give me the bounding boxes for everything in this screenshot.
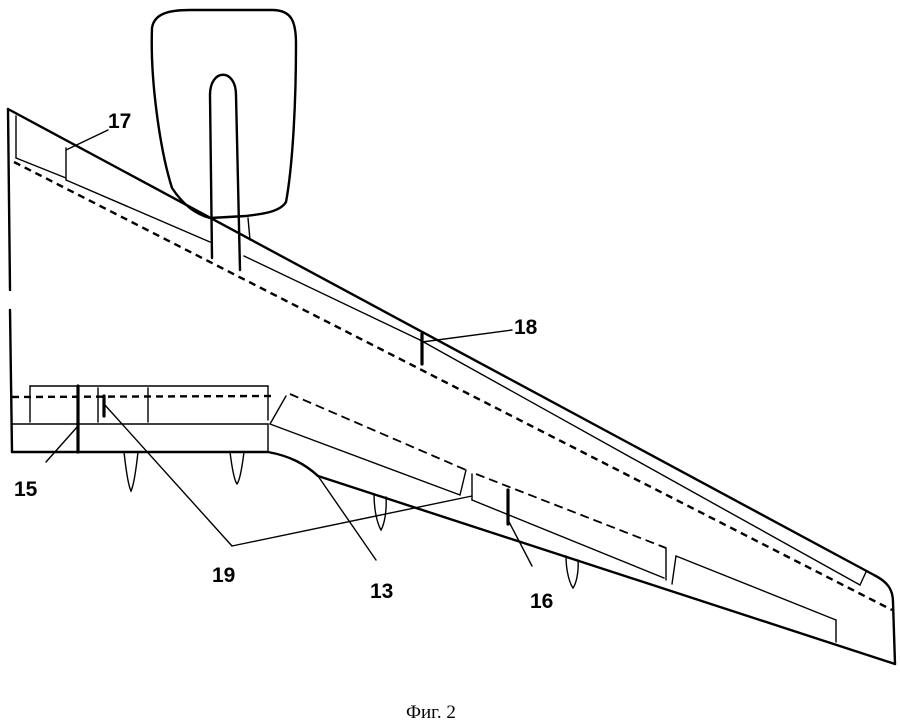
engine-nacelle [150,8,298,220]
flap-track-fairings [123,451,579,590]
inboard-flap [11,384,269,454]
leader-lines [45,129,533,567]
outboard-flaps [269,393,837,643]
leading-edge-slats [15,115,867,586]
label-18: 18 [514,316,538,339]
label-15: 15 [14,478,38,501]
figure-caption: Фиг. 2 [406,702,456,723]
label-16: 16 [530,590,553,613]
rear-spar-line-root [11,394,273,399]
label-19: 19 [212,564,235,587]
label-17: 17 [108,110,131,133]
engine-pylon [208,73,251,272]
front-spar-line [13,160,893,612]
label-13: 13 [370,580,393,603]
